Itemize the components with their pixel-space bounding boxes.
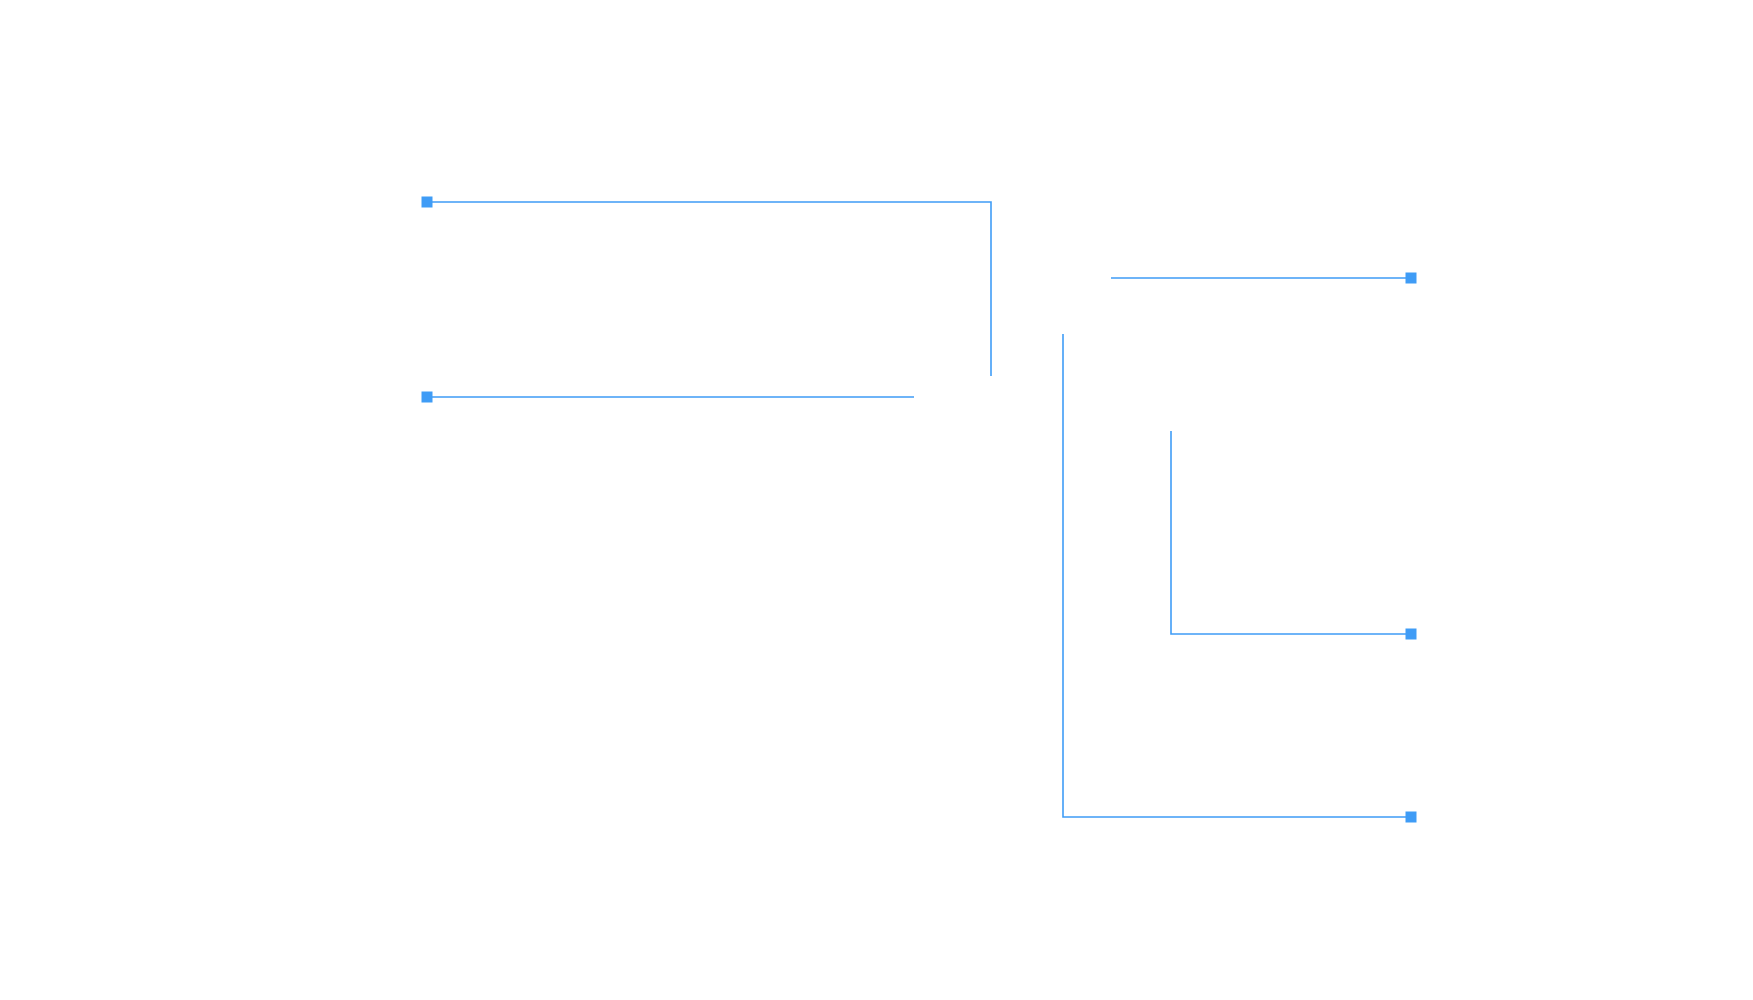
connector-group bbox=[421, 196, 1417, 823]
connector-mid-right-line bbox=[1170, 431, 1410, 635]
connector-top-right bbox=[1111, 272, 1417, 284]
connector-bottom-right-endpoint bbox=[1405, 811, 1417, 823]
connector-mid-right-endpoint bbox=[1405, 628, 1417, 640]
connector-bottom-right-line bbox=[1062, 334, 1410, 818]
connector-top-left-endpoint bbox=[421, 196, 433, 208]
connector-top-right-endpoint bbox=[1405, 272, 1417, 284]
connector-top-left bbox=[421, 196, 992, 376]
connector-top-left-line bbox=[427, 201, 992, 376]
connector-mid-left-endpoint bbox=[421, 391, 433, 403]
connector-mid-left bbox=[421, 391, 914, 403]
connector-mid-right bbox=[1170, 431, 1417, 640]
connector-bottom-right bbox=[1062, 334, 1417, 823]
